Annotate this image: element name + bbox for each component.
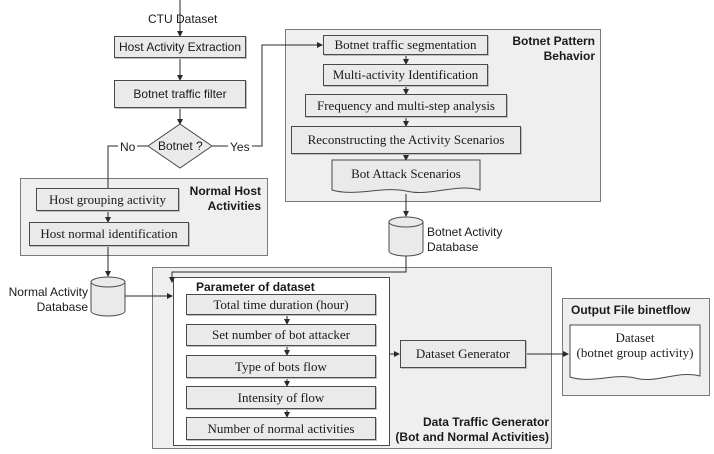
host-activity-extraction-box: Host Activity Extraction — [114, 36, 246, 58]
botnet-decision-diamond — [147, 123, 213, 169]
normal-db-label-line1: Normal Activity — [8, 285, 88, 299]
botnet-activity-database-icon — [388, 216, 424, 257]
bot-attack-scenarios-label: Bot Attack Scenarios — [351, 166, 461, 181]
botnet-db-label-line2: Database — [427, 240, 479, 254]
output-file-title: Output File binetflow — [571, 303, 691, 317]
generator-title-line1: Data Traffic Generator — [422, 415, 549, 429]
decision-yes-label: Yes — [228, 140, 252, 155]
dataset-generator-box: Dataset Generator — [400, 340, 526, 368]
botnet-pattern-title-line2: Behavior — [543, 49, 595, 63]
normal-activity-database-icon — [90, 276, 126, 317]
output-dataset-line2: (botnet group activity) — [576, 345, 694, 360]
host-normal-identification-box: Host normal identification — [29, 222, 189, 246]
param-set-number-bot-attacker: Set number of bot attacker — [186, 324, 376, 346]
botnet-step-segmentation: Botnet traffic segmentation — [323, 35, 488, 55]
param-type-of-bots-flow: Type of bots flow — [186, 355, 376, 378]
param-number-of-normal-activities: Number of normal activities — [186, 417, 376, 440]
botnet-step-frequency: Frequency and multi-step analysis — [305, 94, 507, 117]
botnet-pattern-title: Botnet Pattern Behavior — [512, 34, 595, 64]
parameter-of-dataset-title: Parameter of dataset — [196, 280, 315, 294]
param-total-time-duration: Total time duration (hour) — [186, 294, 376, 315]
normal-host-title-line2: Activities — [207, 199, 261, 213]
botnet-activity-db-label: Botnet Activity Database — [427, 225, 502, 255]
botnet-traffic-filter-box: Botnet traffic filter — [114, 80, 246, 108]
generator-title-line2: (Bot and Normal Activities) — [395, 430, 549, 444]
decision-label: Botnet ? — [158, 139, 203, 153]
normal-host-title-line1: Normal Host — [189, 184, 261, 198]
botnet-db-label-line1: Botnet Activity — [427, 225, 503, 239]
normal-db-label-line2: Database — [36, 300, 88, 314]
botnet-step-reconstructing: Reconstructing the Activity Scenarios — [291, 126, 521, 154]
arrow-botnet-db-to-params — [169, 256, 407, 283]
decision-no-label: No — [118, 140, 138, 155]
normal-activity-db-label: Normal Activity Database — [0, 285, 88, 315]
output-dataset-label: Dataset (botnet group activity) — [570, 330, 700, 360]
output-dataset-doc-shape — [569, 324, 701, 380]
data-traffic-generator-title: Data Traffic Generator (Bot and Normal A… — [395, 415, 549, 445]
ctu-dataset-label: CTU Dataset — [148, 12, 218, 26]
normal-host-title: Normal Host Activities — [190, 184, 261, 214]
param-intensity-of-flow: Intensity of flow — [186, 386, 376, 409]
bot-attack-scenarios-doc-shape — [331, 159, 481, 193]
output-dataset-line1: Dataset — [615, 330, 655, 345]
host-grouping-activity-box: Host grouping activity — [36, 188, 179, 211]
botnet-step-multi-activity: Multi-activity Identification — [323, 64, 488, 86]
botnet-pattern-title-line1: Botnet Pattern — [512, 34, 595, 48]
